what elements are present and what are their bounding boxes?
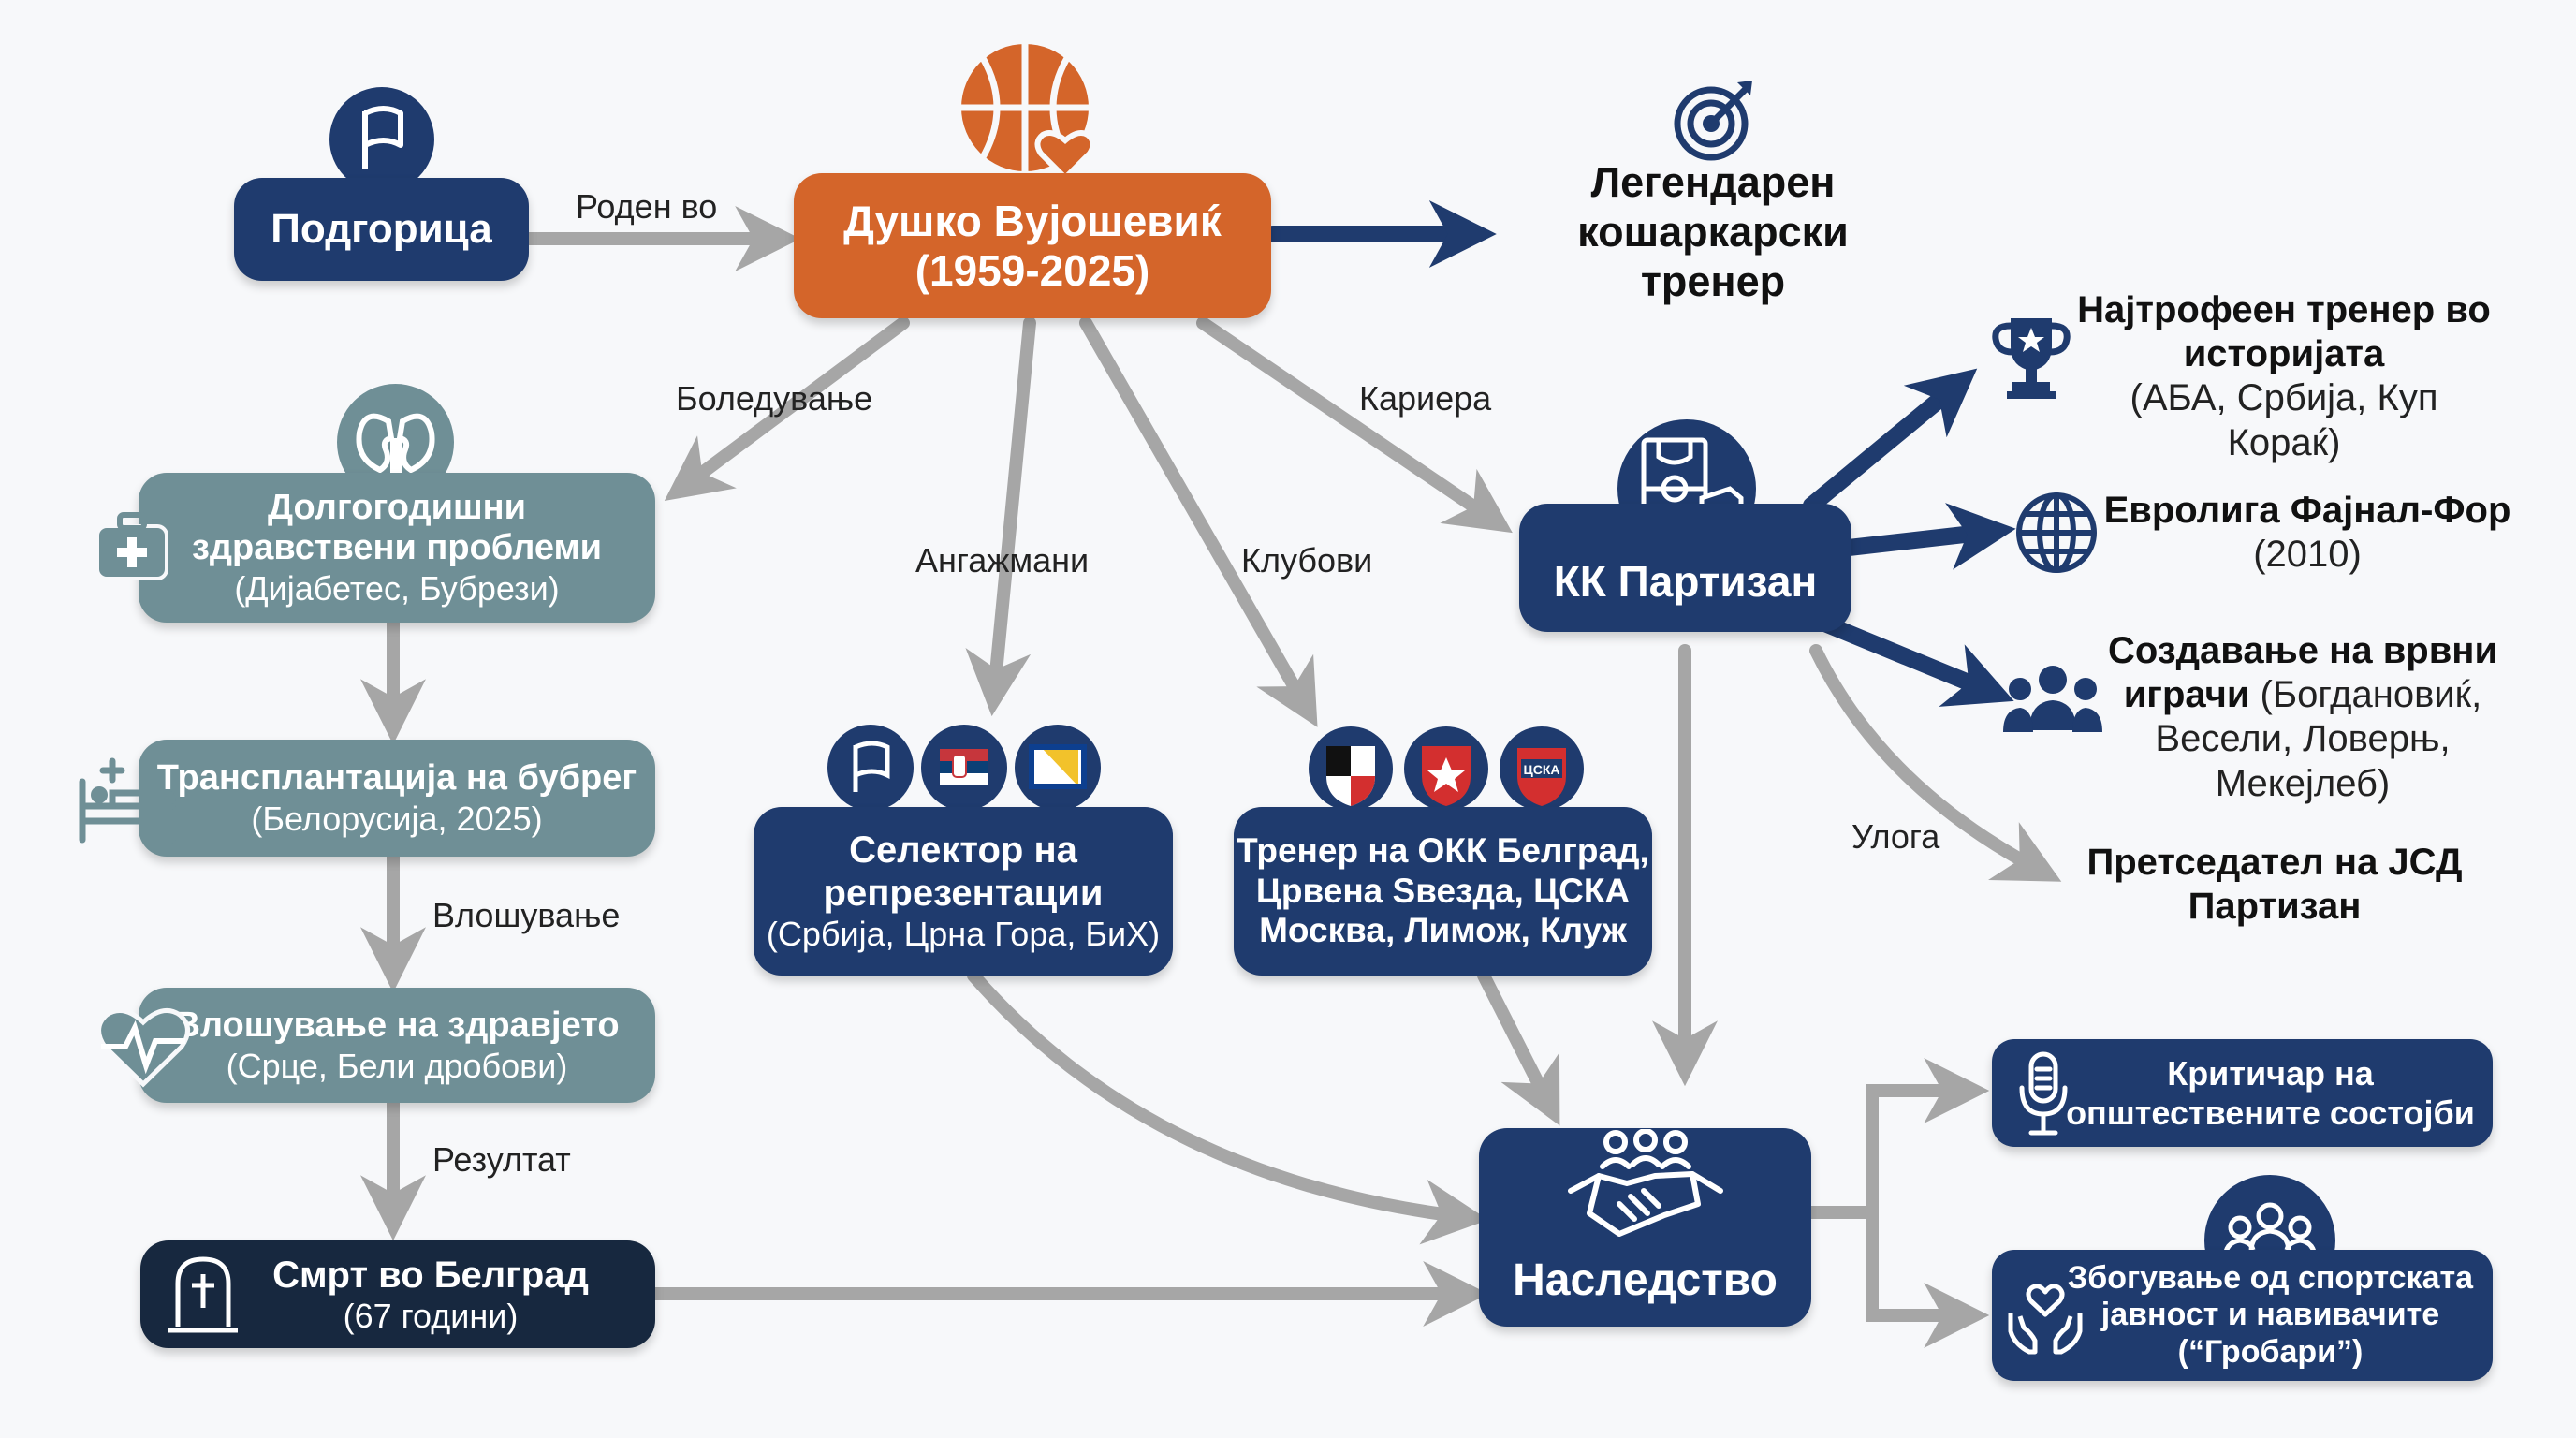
birthplace-node: Подгорица <box>234 178 529 281</box>
heart-hands-icon <box>2003 1275 2087 1359</box>
edge-label-result: Резултат <box>432 1140 571 1179</box>
target-icon <box>1668 73 1762 167</box>
euroleague-text: Евролига Фајнал-Фор (2010) <box>2103 490 2511 576</box>
center-node: Душко Вујошевиќ (1959-2025) <box>794 173 1271 318</box>
tombstone-icon <box>161 1250 245 1339</box>
edge-players <box>1803 609 2014 707</box>
birthplace-label: Подгорица <box>271 205 492 252</box>
partizan-node: КК Партизан <box>1519 504 1852 632</box>
cska-badge-text: ЦСКА <box>1524 762 1560 777</box>
edge-label-illness: Боледување <box>676 379 873 418</box>
center-name: Душко Вујошевиќ <box>843 196 1222 245</box>
edge-coach-legacy <box>1477 969 1560 1126</box>
edge-career <box>1196 316 1513 534</box>
edge-label-clubs: Клубови <box>1241 541 1373 580</box>
edge-label-worsening: Влошување <box>432 896 621 934</box>
edge-label-career: Кариера <box>1359 379 1492 418</box>
hospital-bed-icon <box>75 754 178 847</box>
center-years: (1959-2025) <box>915 245 1150 295</box>
edge-euroleague <box>1840 503 2016 570</box>
edge-legacy-critic <box>1805 1058 1990 1219</box>
edge-legacy-farewell <box>1805 1206 1990 1348</box>
edge-label-engagements: Ангажмани <box>915 541 1090 580</box>
problems-node: Долгогодишни здравствени проблеми (Дијаб… <box>139 473 655 623</box>
farewell-node: Збогување од спортската јавност и навива… <box>1992 1250 2493 1381</box>
edge-trophies <box>1803 368 1978 514</box>
edge-label-role: Улога <box>1852 817 1940 856</box>
legend-title: Легендарен кошаркарски тренер <box>1577 158 1849 306</box>
critic-node: Критичар на општествените состојби <box>1992 1039 2493 1147</box>
flag-badges <box>824 721 1105 814</box>
trophy-icon <box>1984 309 2078 403</box>
flag-icon <box>329 87 434 192</box>
medical-kit-icon <box>90 506 174 590</box>
globe-icon <box>2012 489 2100 577</box>
legacy-node: Наследство <box>1479 1128 1811 1327</box>
edge-role <box>1809 644 2062 882</box>
edge-illness <box>664 316 910 502</box>
president-text: Претседател на ЈСД Партизан <box>2086 842 2463 928</box>
heart-pulse-icon <box>92 994 195 1097</box>
transplant-node: Трансплантација на бубрег (Белорусија, 2… <box>139 740 655 857</box>
people-icon <box>2001 655 2104 740</box>
selector-node: Селектор на репрезентации (Србија, Црна … <box>754 807 1173 976</box>
microphone-icon <box>2011 1047 2076 1140</box>
trophies-text: Најтрофеен тренер во историјата (АБА, Ср… <box>2077 289 2491 463</box>
edge-engagements <box>965 316 1036 717</box>
edge-label-born: Роден во <box>576 187 718 226</box>
basketball-heart-icon <box>955 37 1105 187</box>
club-badges: ЦСКА <box>1306 724 1587 814</box>
worsening-node: Влошување на здравјето (Срце, Бели дробо… <box>139 988 655 1103</box>
handshake-icon <box>1561 1128 1730 1241</box>
players-text: Создавање на врвни играчи (Богдановиќ, В… <box>2107 630 2498 804</box>
coach-node: Тренер на ОКК Белград, Црвена Ѕвезда, ЦС… <box>1234 807 1652 976</box>
edge-selector-legacy <box>967 969 1489 1245</box>
edge-clubs <box>1079 316 1318 727</box>
